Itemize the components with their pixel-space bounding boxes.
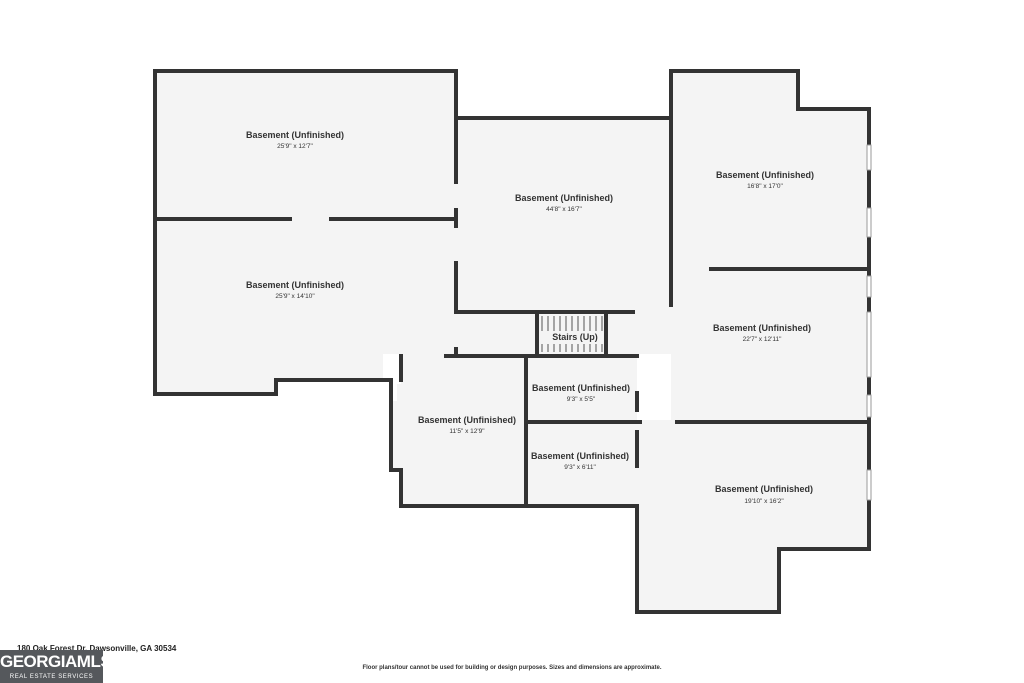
room-basement-3: Basement (Unfinished) 16'8" x 17'0" — [716, 170, 814, 190]
room-name: Basement (Unfinished) — [716, 170, 814, 180]
logo-wordmark: GEORGIAMLS — [0, 652, 112, 671]
room-name: Basement (Unfinished) — [246, 280, 344, 290]
notches — [277, 65, 879, 619]
room-basement-1: Basement (Unfinished) 25'9" x 12'7" — [246, 130, 344, 150]
room-dimensions: 25'9" x 14'10" — [275, 293, 315, 300]
windows — [866, 144, 872, 501]
disclaimer-text: Floor plans/tour cannot be used for buil… — [362, 665, 662, 671]
georgia-mls-logo: GEORGIAMLS REAL ESTATE SERVICES — [0, 650, 112, 683]
walls — [153, 69, 871, 614]
room-basement-8: Basement (Unfinished) 9'3" x 6'11" — [531, 451, 629, 471]
room-name: Basement (Unfinished) — [246, 130, 344, 140]
room-dimensions: 44'8" x 16'7" — [546, 206, 582, 213]
stairs-label: Stairs (Up) — [552, 332, 598, 342]
room-basement-7: Basement (Unfinished) 11'5" x 12'9" — [418, 415, 516, 435]
room-dimensions: 22'7" x 12'11" — [743, 336, 782, 343]
room-name: Basement (Unfinished) — [531, 451, 629, 461]
room-dimensions: 9'3" x 6'11" — [564, 464, 596, 471]
room-dimensions: 25'9" x 12'7" — [277, 143, 313, 150]
room-name: Basement (Unfinished) — [713, 323, 811, 333]
room-name: Basement (Unfinished) — [715, 484, 813, 494]
room-basement-2: Basement (Unfinished) 44'8" x 16'7" — [515, 193, 613, 213]
room-dimensions: 11'5" x 12'9" — [449, 428, 485, 435]
room-dimensions: 19'10" x 16'2" — [744, 498, 784, 505]
room-basement-5: Basement (Unfinished) 22'7" x 12'11" — [713, 323, 811, 343]
property-address: 180 Oak Forest Dr, Dawsonville, GA 30534 — [17, 644, 177, 653]
room-dimensions: 16'8" x 17'0" — [747, 183, 783, 190]
room-name: Basement (Unfinished) — [532, 383, 630, 393]
room-dimensions: 9'3" x 5'5" — [567, 396, 596, 403]
stairs — [541, 316, 603, 352]
floor-area — [155, 71, 869, 612]
room-name: Basement (Unfinished) — [418, 415, 516, 425]
logo-tagline: REAL ESTATE SERVICES — [9, 674, 94, 680]
room-name: Basement (Unfinished) — [515, 193, 613, 203]
room-labels: Basement (Unfinished) 25'9" x 12'7" Base… — [246, 130, 814, 505]
room-basement-9: Basement (Unfinished) 19'10" x 16'2" — [715, 484, 813, 505]
room-basement-4: Basement (Unfinished) 25'9" x 14'10" — [246, 280, 344, 300]
room-basement-6: Basement (Unfinished) 9'3" x 5'5" — [532, 383, 630, 403]
